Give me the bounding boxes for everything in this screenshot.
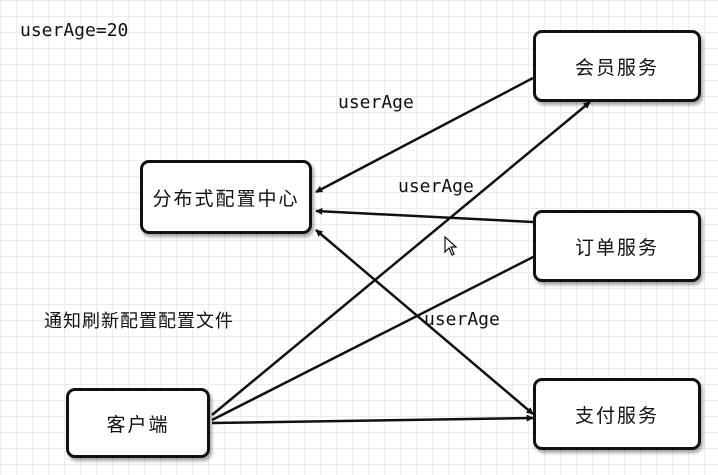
node-client[interactable]: 客户端 [66,388,210,458]
mouse-cursor-icon [444,236,458,256]
edge-label-3: userAge [424,309,500,330]
edge-config-payment [315,229,534,415]
edge-label-2: userAge [398,176,474,197]
note-text: 通知刷新配置配置文件 [44,311,234,332]
edge-order-to-config [315,207,534,224]
node-order-service[interactable]: 订单服务 [533,210,701,282]
node-config-center[interactable]: 分布式配置中心 [140,160,312,234]
edge-client-to-order [211,251,542,422]
header-text: userAge=20 [20,20,129,41]
node-payment-service[interactable]: 支付服务 [533,378,701,450]
node-member-service[interactable]: 会员服务 [533,30,701,102]
edge-member-to-config [315,76,534,194]
edge-client-to-payment [211,414,534,425]
edge-label-1: userAge [338,92,414,113]
edge-client-to-member [211,101,591,416]
